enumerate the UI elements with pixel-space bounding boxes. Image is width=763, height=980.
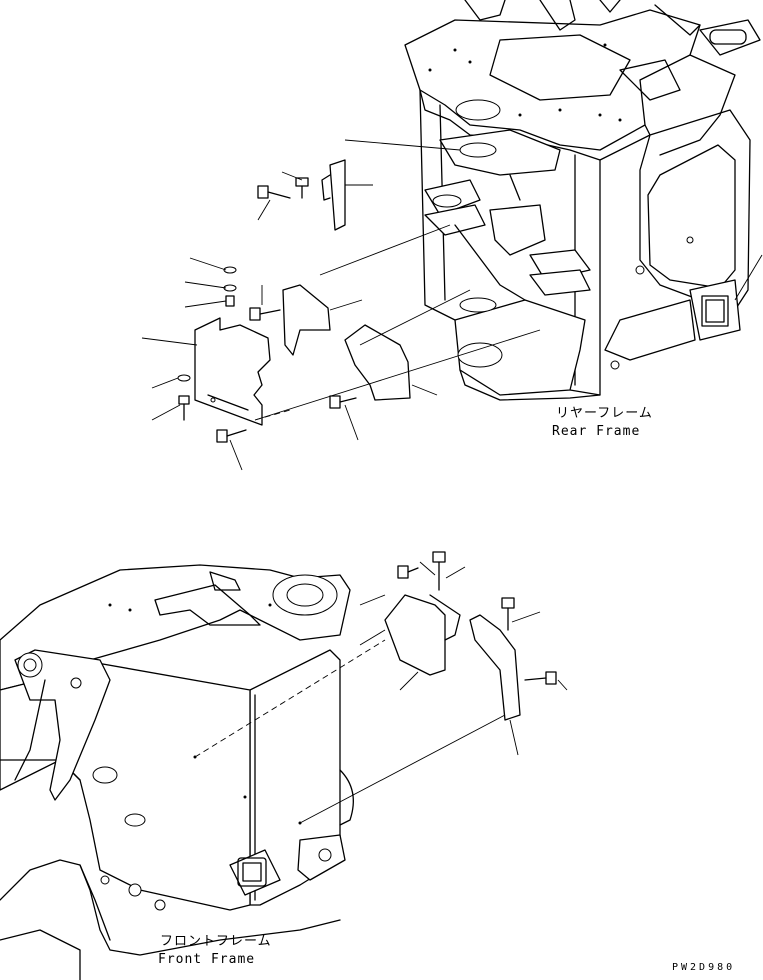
drawing-code: PW2D980 [672,962,736,973]
rear-frame [404,0,761,401]
front-frame-label-jp: フロントフレーム [160,934,272,949]
rear-frame-label-en: Rear Frame [552,424,641,439]
rear-frame-label-jp: リヤーフレーム [556,406,653,421]
front-frame [0,564,354,980]
front-frame-label-en: Front Frame [158,952,256,967]
rear-cover-parts [141,139,763,471]
front-cover-parts [194,551,568,824]
